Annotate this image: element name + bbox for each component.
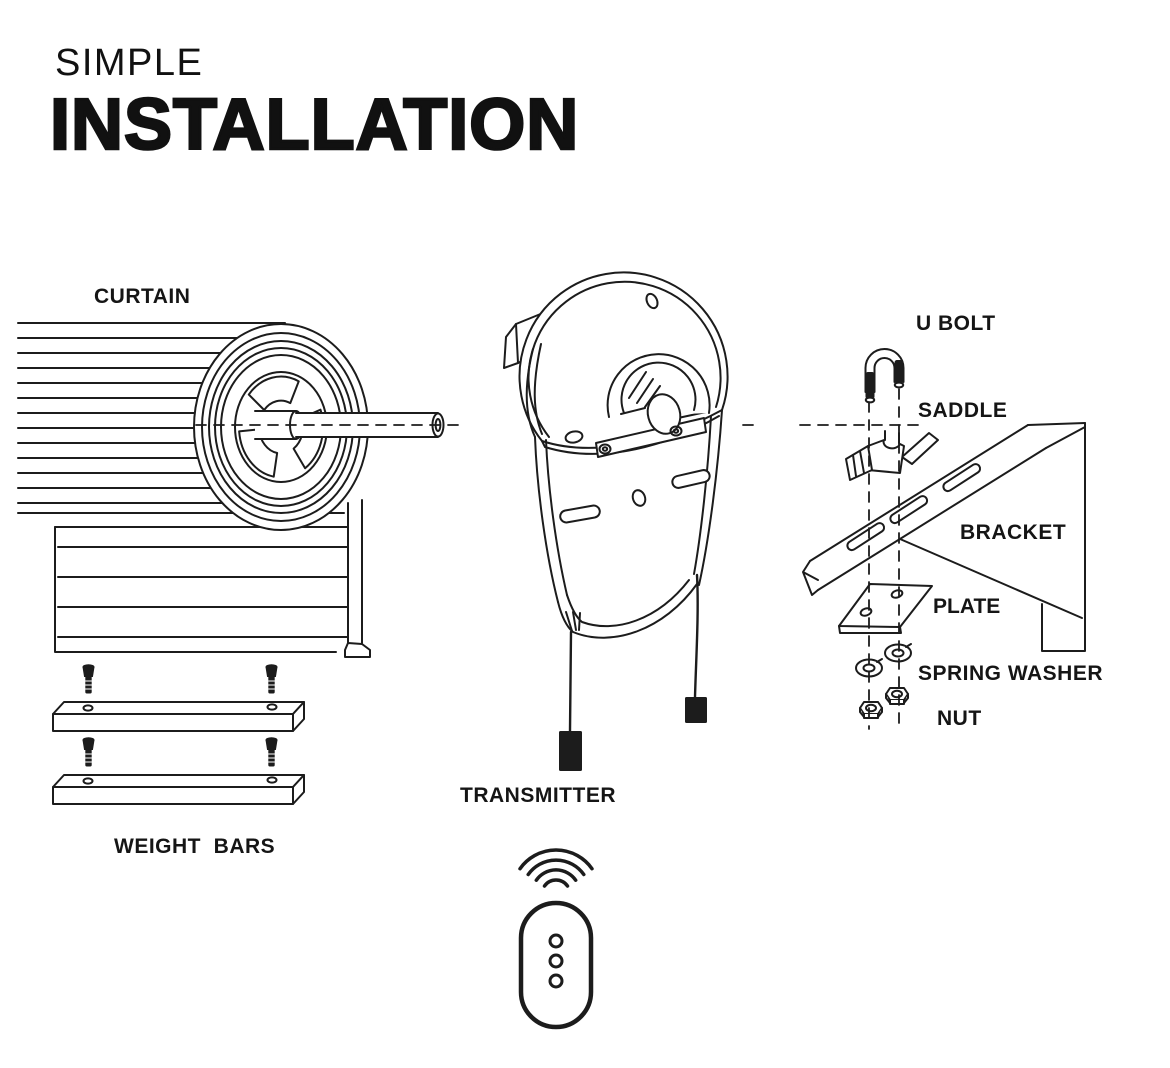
weight-bars-drawing	[52, 664, 305, 805]
bolt-icon	[82, 664, 95, 694]
pull-cords-drawing	[559, 573, 707, 771]
cord-handle	[559, 731, 582, 771]
remote-body	[518, 900, 594, 1030]
label-nut: NUT	[937, 707, 982, 730]
label-curtain: CURTAIN	[94, 285, 191, 308]
label-weight-bars: WEIGHT BARS	[114, 835, 276, 858]
cord-handle	[685, 697, 707, 723]
label-saddle: SADDLE	[918, 399, 1008, 422]
remote-button	[548, 973, 564, 989]
weight-bar	[52, 701, 305, 732]
remote-button	[548, 933, 564, 949]
motor-unit-drawing	[503, 271, 729, 639]
page-title: INSTALLATION	[49, 84, 580, 167]
weight-bar	[52, 774, 305, 805]
nut-drawing	[859, 687, 909, 719]
label-spring-washer: SPRING WASHER	[918, 662, 1104, 685]
bolt-icon	[82, 737, 95, 767]
plate-drawing	[838, 583, 933, 634]
u-bolt-drawing	[864, 348, 905, 404]
bolt-icon	[265, 664, 278, 694]
bracket-drawing	[802, 422, 1086, 652]
title-kicker: SIMPLE	[55, 42, 204, 84]
bolt-icon	[265, 737, 278, 767]
label-u-bolt: U BOLT	[916, 312, 996, 335]
center-dashed-lines	[195, 388, 921, 730]
signal-waves-icon	[518, 848, 594, 888]
remote-button	[548, 953, 564, 969]
spring-washer-drawing	[855, 643, 912, 678]
label-bracket: BRACKET	[960, 521, 1067, 544]
remote-control-drawing	[518, 848, 594, 1030]
label-transmitter: TRANSMITTER	[460, 784, 616, 807]
curtain-sheet-drawing	[54, 499, 371, 658]
label-plate: PLATE	[933, 595, 1001, 618]
saddle-drawing	[845, 430, 939, 481]
